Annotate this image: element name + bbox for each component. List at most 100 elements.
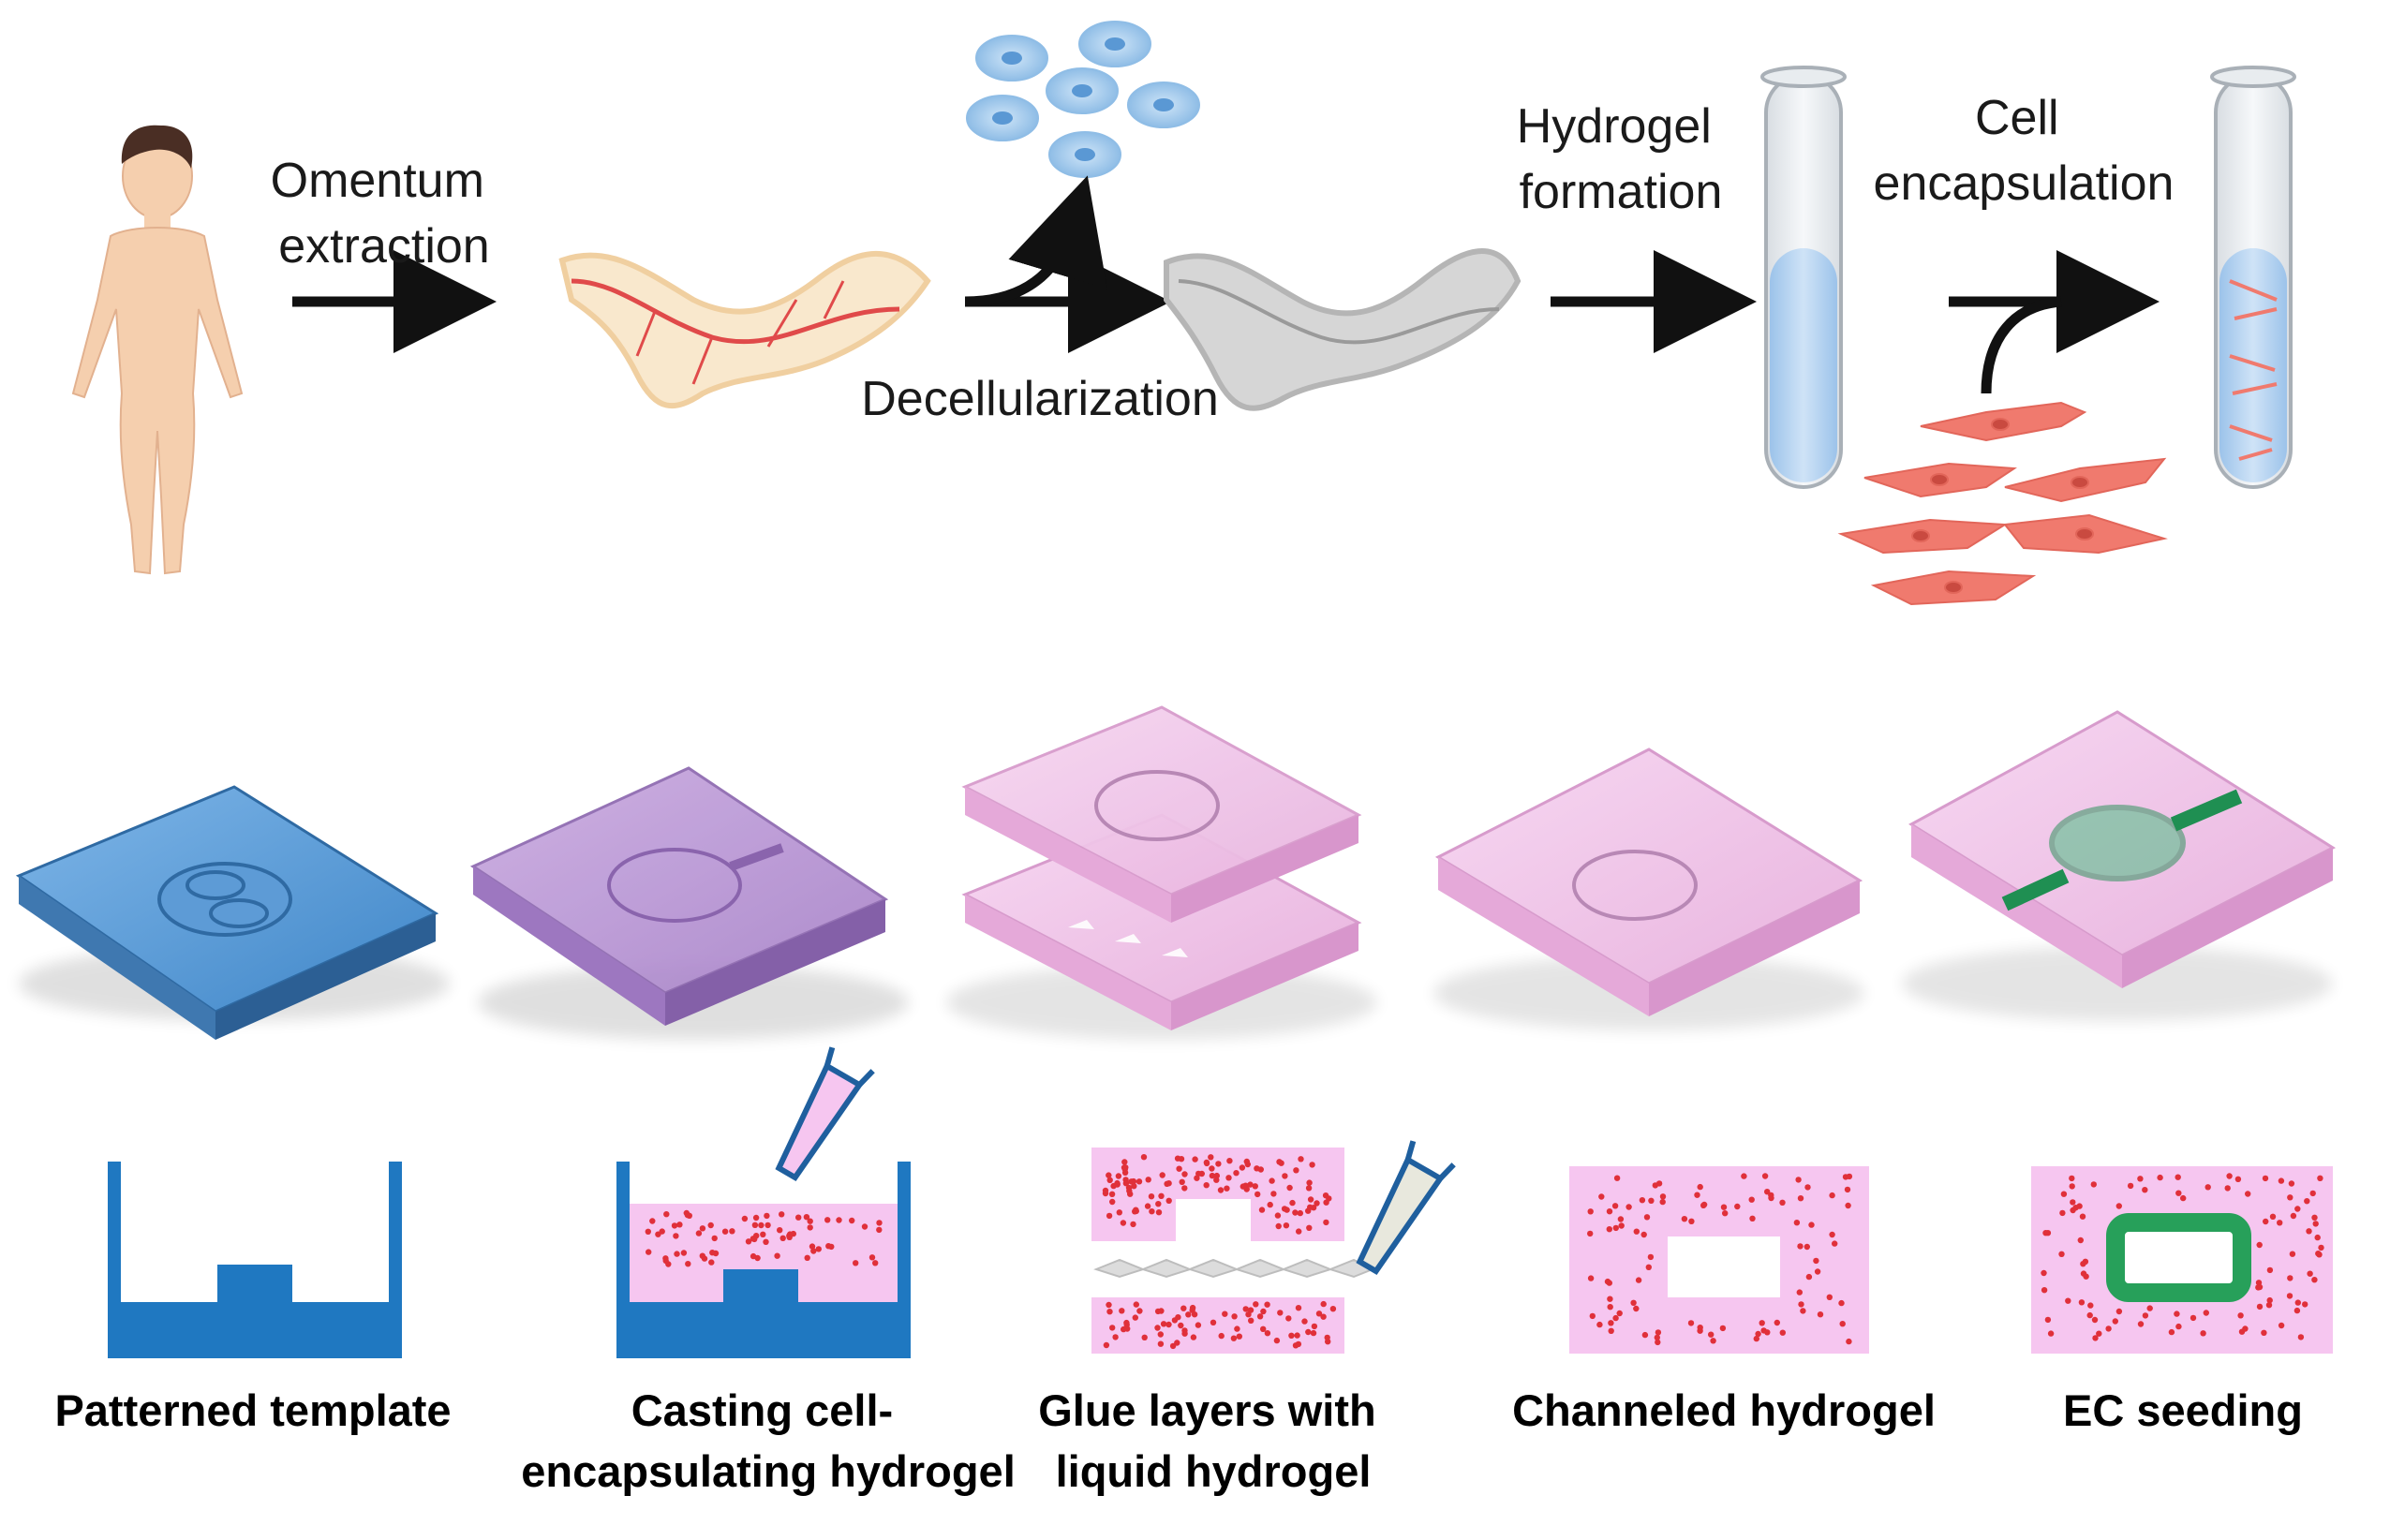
cell-cluster-icon — [966, 21, 1200, 178]
cell-dot — [2294, 1307, 2301, 1314]
cell-dot — [2069, 1175, 2075, 1182]
cell-dot — [1587, 1208, 1594, 1215]
cell-dot — [708, 1259, 715, 1266]
cell-dot — [1589, 1312, 1596, 1320]
cell-dot — [1606, 1208, 1613, 1215]
cell-dot — [1209, 1172, 1216, 1179]
cell-dot — [1136, 1178, 1143, 1185]
cell-dot — [1804, 1184, 1811, 1191]
cell-dot — [763, 1238, 769, 1246]
cell-dot — [1120, 1220, 1127, 1226]
human-body-icon — [71, 125, 244, 575]
cell-dot — [1323, 1199, 1329, 1206]
cell-dot — [2262, 1175, 2269, 1182]
cell-dot — [1320, 1313, 1327, 1320]
cell-dot — [1116, 1209, 1123, 1216]
cell-dot — [1106, 1172, 1112, 1178]
cell-dot — [2287, 1275, 2294, 1281]
omentum-line-1: Omentum — [271, 154, 484, 208]
arrow-cell-encapsulation — [1949, 250, 2160, 394]
cell-dot — [1195, 1322, 1202, 1328]
cell-dot — [825, 1243, 832, 1250]
cell-dot — [1310, 1329, 1317, 1337]
cell-dot — [1270, 1191, 1277, 1197]
cell-dot — [1115, 1173, 1122, 1179]
cell-dot — [2091, 1316, 2099, 1324]
cell-dot — [1264, 1301, 1270, 1308]
cell-dot — [1256, 1313, 1264, 1320]
channeled-hydrogel-label: Channeled hydrogel — [1512, 1385, 1936, 1435]
cell-dot — [721, 1228, 729, 1235]
cell-dot — [1764, 1329, 1771, 1336]
cell-dot — [1613, 1175, 1621, 1181]
cell-dot — [2238, 1328, 2246, 1335]
cell-dot — [671, 1222, 678, 1229]
cell-dot — [2090, 1181, 2097, 1188]
cell-dot — [2256, 1303, 2264, 1310]
cell-dot — [1587, 1230, 1594, 1237]
cell-dot — [2237, 1312, 2244, 1319]
cell-dot — [729, 1228, 735, 1235]
cell-dot — [676, 1222, 683, 1228]
cell-dot — [1829, 1231, 1835, 1238]
cell-dot — [1625, 1204, 1632, 1210]
cell-dot — [849, 1217, 855, 1224]
cell-dot — [1839, 1321, 1846, 1327]
cell-dot — [1817, 1311, 1824, 1318]
cell-dot — [2070, 1199, 2076, 1206]
cell-dot — [1654, 1334, 1661, 1341]
cell-dot — [1288, 1332, 1295, 1340]
cell-dot — [1681, 1216, 1688, 1222]
glue-line-2: liquid hydrogel — [1056, 1446, 1372, 1496]
cell-dot — [1103, 1341, 1110, 1349]
cell-dot — [2288, 1180, 2295, 1187]
cell-dot — [1635, 1277, 1642, 1283]
cell-dot — [1305, 1328, 1312, 1336]
cell-dot — [2277, 1220, 2283, 1226]
cell-dot — [1203, 1182, 1210, 1189]
cell-dot — [1257, 1166, 1265, 1173]
cell-dot — [1633, 1305, 1640, 1312]
cell-dot — [1844, 1186, 1851, 1193]
cell-dot — [1126, 1188, 1133, 1194]
omentum-extraction-label: Omentum extraction — [271, 154, 498, 274]
cell-dot — [1845, 1202, 1851, 1209]
cell-dot — [2078, 1299, 2086, 1306]
cell-dot — [1805, 1273, 1813, 1281]
cell-dot — [2060, 1191, 2068, 1197]
cell-dot — [1239, 1164, 1246, 1171]
cell-dot — [1130, 1221, 1136, 1228]
cell-dot — [1106, 1301, 1112, 1309]
cell-dot — [810, 1248, 817, 1254]
glue-line-1: Glue layers with — [1038, 1385, 1375, 1435]
cell-dot — [1297, 1209, 1304, 1217]
cell-dot — [1190, 1334, 1197, 1340]
cell-dot — [2069, 1183, 2075, 1190]
cell-dot — [2168, 1328, 2175, 1336]
cell-dot — [2059, 1209, 2066, 1217]
cell-dot — [1258, 1207, 1266, 1213]
cell-dot — [1247, 1181, 1254, 1188]
cell-dot — [1749, 1215, 1756, 1222]
cell-dot — [659, 1228, 665, 1235]
cell-dot — [2079, 1213, 2086, 1220]
cell-dot — [1225, 1175, 1232, 1181]
cell-dot — [1309, 1162, 1315, 1168]
cell-dot — [2112, 1318, 2118, 1325]
cell-dot — [1596, 1321, 1603, 1328]
cell-dot — [1181, 1171, 1188, 1177]
patterned-template-label: Patterned template — [54, 1385, 451, 1435]
cell-dot — [2269, 1213, 2277, 1221]
pipette-icon — [775, 1046, 875, 1181]
test-tube-icon — [2210, 66, 2296, 489]
cell-dot — [2311, 1214, 2318, 1222]
cell-dot — [876, 1220, 883, 1226]
cell-dot — [745, 1238, 752, 1245]
cell-dot — [1165, 1197, 1172, 1205]
cell-dot — [1181, 1185, 1188, 1192]
cell-dot — [751, 1222, 759, 1229]
cell-dot — [2309, 1190, 2316, 1197]
cell-dot — [1174, 1340, 1180, 1346]
cell-dot — [1189, 1307, 1195, 1313]
cell-dot — [1616, 1310, 1623, 1317]
